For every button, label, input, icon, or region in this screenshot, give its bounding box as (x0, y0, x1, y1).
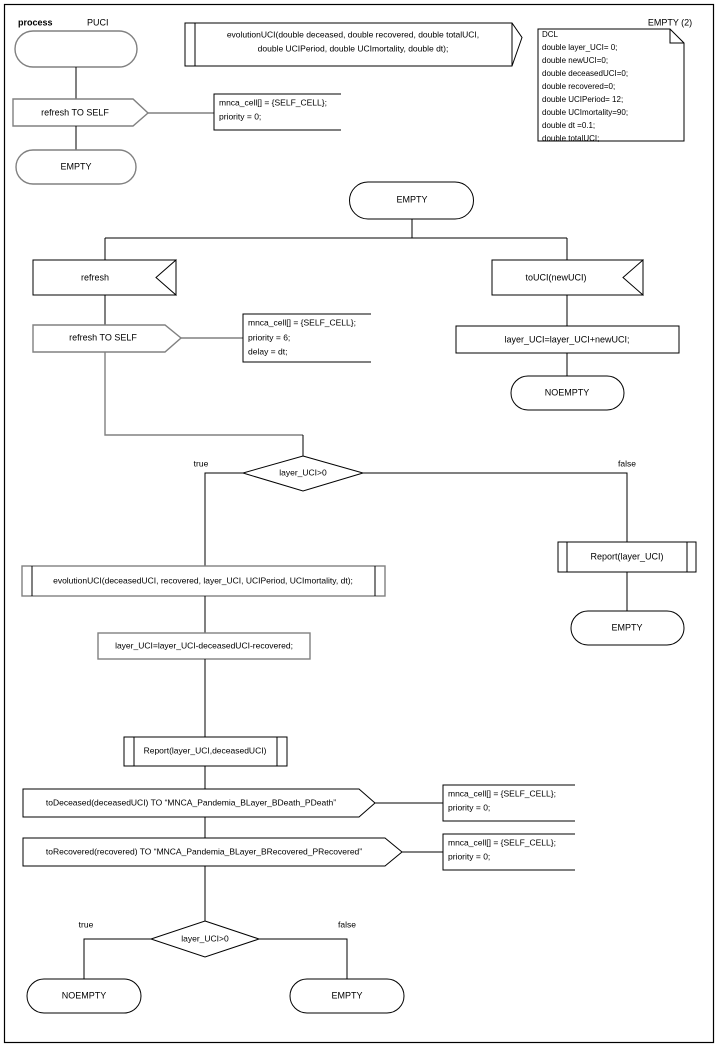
state-noempty-right-label: NOEMPTY (545, 387, 590, 397)
procedure-decl-line1: evolutionUCI(double deceased, double rec… (227, 29, 479, 39)
state-noempty-right: NOEMPTY (510, 375, 625, 411)
process-name: PUCI (87, 17, 109, 27)
procedure-call-evolution-label: evolutionUCI(deceasedUCI, recovered, lay… (53, 575, 353, 585)
page-frame (3, 3, 715, 1044)
output-to-deceased: toDeceased(deceasedUCI) TO “MNCA_Pandemi… (22, 788, 376, 818)
output-to-recovered-label: toRecovered(recovered) TO “MNCA_Pandemia… (46, 846, 362, 856)
output-to-recovered: toRecovered(recovered) TO “MNCA_Pandemia… (22, 837, 403, 867)
decision-top-false-label: false (618, 458, 636, 468)
conn-left-to-decision (104, 352, 303, 436)
start-state-shape (14, 30, 138, 68)
output-refresh-to-self-mid: refresh TO SELF (32, 324, 183, 353)
conn-decision-false (363, 472, 628, 542)
comment-mid-line1: mnca_cell[] = {SELF_CELL}; (248, 317, 356, 327)
procedure-decl-line2: double UCIPeriod, double UCImortality, d… (258, 43, 449, 53)
comment-mid-line3: delay = dt; (248, 346, 287, 356)
comment-top-line1: mnca_cell[] = {SELF_CELL}; (219, 97, 327, 107)
dcl-line-2: double deceasedUCI=0; (542, 69, 628, 78)
decision-bottom-false-label: false (338, 919, 356, 929)
output-refresh-to-self-top-label: refresh TO SELF (41, 107, 109, 117)
input-refresh-label: refresh (81, 272, 109, 282)
state-empty-bottom-label: EMPTY (331, 990, 362, 1000)
state-empty-bottom: EMPTY (289, 978, 405, 1014)
state-noempty-bottom-label: NOEMPTY (62, 990, 107, 1000)
procedure-declaration-shape: evolutionUCI(double deceased, double rec… (184, 22, 523, 67)
comment-box-recovered: mnca_cell[] = {SELF_CELL}; priority = 0; (442, 833, 575, 871)
procedure-call-report-layer: Report(layer_UCI) (557, 541, 697, 573)
procedure-call-report-deceased: Report(layer_UCI,deceasedUCI) (123, 736, 288, 767)
dcl-line-4: double UCIPeriod= 12; (542, 95, 623, 104)
comment-box-mid: mnca_cell[] = {SELF_CELL}; priority = 6;… (242, 313, 371, 363)
output-to-deceased-label: toDeceased(deceasedUCI) TO “MNCA_Pandemi… (46, 797, 336, 807)
decision-layer-uci-bottom: layer_UCI>0 (149, 920, 261, 958)
comment-recovered-line2: priority = 0; (448, 851, 490, 861)
input-toUCI: toUCI(newUCI) (491, 258, 644, 297)
input-refresh: refresh (32, 258, 177, 297)
input-toUCI-label: toUCI(newUCI) (525, 272, 586, 282)
comment-top-line2: priority = 0; (219, 111, 261, 121)
state-noempty-bottom: NOEMPTY (26, 978, 142, 1014)
comment-deceased-line2: priority = 0; (448, 802, 490, 812)
dcl-line-6: double dt =0.1; (542, 121, 595, 130)
state-empty-main-label: EMPTY (396, 194, 427, 204)
procedure-call-report-layer-label: Report(layer_UCI) (590, 551, 663, 561)
page-label: EMPTY (2) (648, 17, 692, 27)
dcl-line-7: double totalUCI; (542, 134, 599, 143)
decision-top-condition: layer_UCI>0 (279, 467, 327, 477)
task-layer-uci-sub: layer_UCI=layer_UCI-deceasedUCI-recovere… (97, 632, 311, 660)
procedure-call-report-deceased-label: Report(layer_UCI,deceasedUCI) (144, 745, 267, 755)
state-empty-main: EMPTY (349, 181, 474, 220)
decision-layer-uci-top: layer_UCI>0 (241, 455, 365, 492)
dcl-line-5: double UCImortality=90; (542, 108, 628, 117)
dcl-line-3: double recovered=0; (542, 82, 615, 91)
dcl-title: DCL (542, 30, 559, 39)
output-refresh-to-self-mid-label: refresh TO SELF (69, 332, 137, 342)
state-empty-false-path-label: EMPTY (611, 622, 642, 632)
comment-mid-line2: priority = 6; (248, 332, 290, 342)
state-empty-top-label: EMPTY (60, 161, 91, 171)
comment-box-top: mnca_cell[] = {SELF_CELL}; priority = 0; (213, 93, 341, 131)
process-keyword: process (18, 17, 53, 27)
procedure-call-evolution: evolutionUCI(deceasedUCI, recovered, lay… (21, 565, 386, 597)
conn-decision2-false (259, 938, 348, 979)
state-empty-false-path: EMPTY (570, 610, 685, 646)
comment-box-deceased: mnca_cell[] = {SELF_CELL}; priority = 0; (442, 784, 575, 822)
decision-top-true-label: true (194, 458, 209, 468)
decision-bottom-true-label: true (79, 919, 94, 929)
dcl-block: DCL double layer_UCI= 0; double newUCI=0… (537, 28, 685, 143)
output-refresh-to-self-top: refresh TO SELF (12, 98, 150, 127)
task-layer-uci-add-label: layer_UCI=layer_UCI+newUCI; (504, 334, 629, 344)
decision-bottom-condition: layer_UCI>0 (181, 933, 229, 943)
comment-recovered-line1: mnca_cell[] = {SELF_CELL}; (448, 837, 556, 847)
conn-decision2-true (83, 938, 151, 979)
state-empty-top: EMPTY (15, 149, 137, 185)
comment-deceased-line1: mnca_cell[] = {SELF_CELL}; (448, 788, 556, 798)
task-layer-uci-sub-label: layer_UCI=layer_UCI-deceasedUCI-recovere… (115, 640, 293, 650)
conn-decision-true (204, 472, 243, 566)
dcl-line-1: double newUCI=0; (542, 56, 608, 65)
task-layer-uci-add: layer_UCI=layer_UCI+newUCI; (455, 325, 680, 354)
dcl-line-0: double layer_UCI= 0; (542, 43, 617, 52)
